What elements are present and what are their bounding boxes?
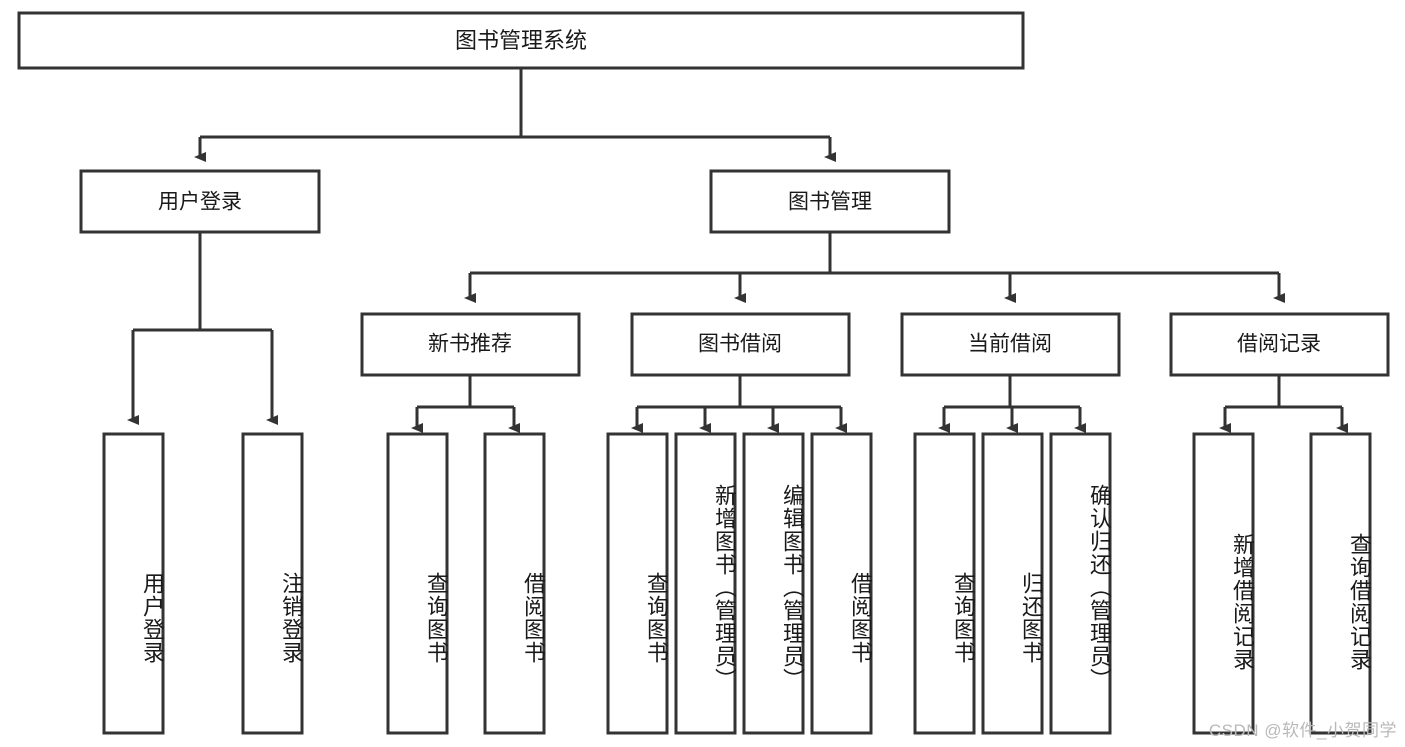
node-new-book-recommend[interactable]: [360, 312, 581, 377]
connector-newbook-to-leaves: [411, 375, 520, 433]
node-book-management[interactable]: [709, 169, 951, 234]
node-new-book-recommend-label: 新书推荐: [428, 333, 512, 356]
node-leaf-query-book-1[interactable]: [386, 432, 449, 735]
node-book-management-label: 图书管理: [788, 191, 872, 214]
node-leaf-logout-login[interactable]: [241, 432, 304, 735]
connector-bookmgmt-to-level3: [464, 232, 1285, 303]
node-book-borrow[interactable]: [630, 312, 851, 377]
connector-userlogin-to-leaves: [127, 232, 278, 425]
node-leaf-edit-book[interactable]: [742, 432, 805, 735]
node-borrow-record[interactable]: [1169, 312, 1390, 377]
node-root-label: 图书管理系统: [455, 28, 587, 53]
node-leaf-return-book[interactable]: [981, 432, 1044, 735]
node-leaf-borrow-book-1[interactable]: [483, 432, 546, 735]
node-current-borrow[interactable]: [900, 312, 1121, 377]
node-leaf-query-book-3[interactable]: [913, 432, 976, 735]
node-borrow-record-label: 借阅记录: [1237, 333, 1321, 356]
node-book-borrow-label: 图书借阅: [698, 333, 782, 356]
node-current-borrow-label: 当前借阅: [968, 333, 1052, 356]
connector-borrowrecord-to-leaves: [1219, 375, 1348, 433]
node-leaf-borrow-book-2[interactable]: [810, 432, 873, 735]
node-leaf-confirm-return[interactable]: [1049, 432, 1112, 735]
watermark-text: CSDN @软件_小贺同学: [1208, 721, 1397, 740]
connector-currentborrow-to-leaves: [938, 375, 1086, 433]
connector-bookborrow-to-leaves: [631, 375, 847, 433]
node-user-login-label: 用户登录: [158, 191, 242, 214]
node-user-login[interactable]: [79, 169, 321, 234]
node-leaf-add-record[interactable]: [1192, 432, 1255, 735]
node-leaf-user-login[interactable]: [102, 432, 165, 735]
node-leaf-query-book-2[interactable]: [606, 432, 669, 735]
node-root-book-management-system[interactable]: [17, 11, 1025, 70]
node-leaf-query-record[interactable]: [1309, 432, 1372, 735]
node-leaf-add-book[interactable]: [674, 432, 737, 735]
connector-root-to-level2: [194, 68, 836, 162]
